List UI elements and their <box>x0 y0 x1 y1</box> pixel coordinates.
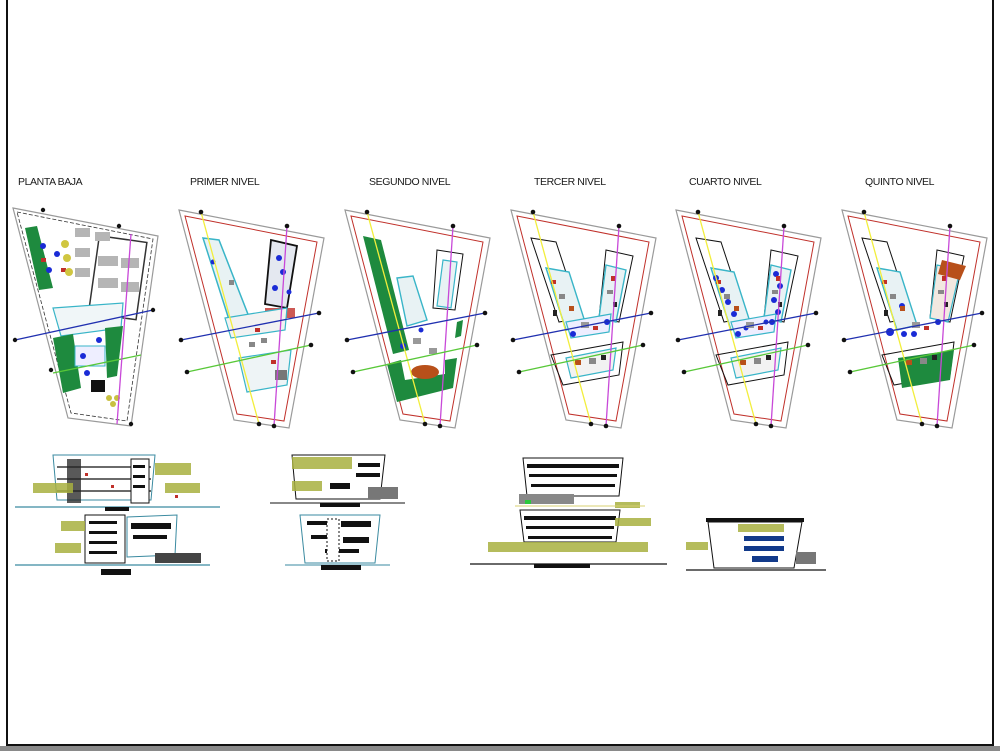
sheet-frame-right <box>992 0 994 746</box>
elevation-7 <box>686 518 826 571</box>
title-tercer-nivel: TERCER NIVEL <box>534 176 606 188</box>
plan-segundo-nivel <box>344 209 491 429</box>
plan-primer-nivel <box>178 209 325 429</box>
plan-tercer-nivel <box>510 209 657 429</box>
elevation-2 <box>15 514 210 575</box>
elevation-4 <box>285 514 390 570</box>
sheet-frame-bottom <box>6 744 994 746</box>
plan-cuarto-nivel <box>675 209 822 429</box>
sheet-frame-left <box>6 0 8 746</box>
elevation-1 <box>15 454 220 511</box>
elevation-6 <box>470 509 667 568</box>
elevation-5 <box>515 457 645 508</box>
window-bottom-edge <box>0 746 1000 751</box>
plan-quinto-nivel <box>841 209 988 429</box>
title-cuarto-nivel: CUARTO NIVEL <box>689 176 762 188</box>
elevation-3 <box>270 454 405 507</box>
title-primer-nivel: PRIMER NIVEL <box>190 176 260 188</box>
title-segundo-nivel: SEGUNDO NIVEL <box>369 176 451 188</box>
title-planta-baja: PLANTA BAJA <box>18 176 83 188</box>
plan-planta-baja <box>12 207 159 427</box>
title-quinto-nivel: QUINTO NIVEL <box>865 176 935 188</box>
elevations-group <box>15 454 826 575</box>
